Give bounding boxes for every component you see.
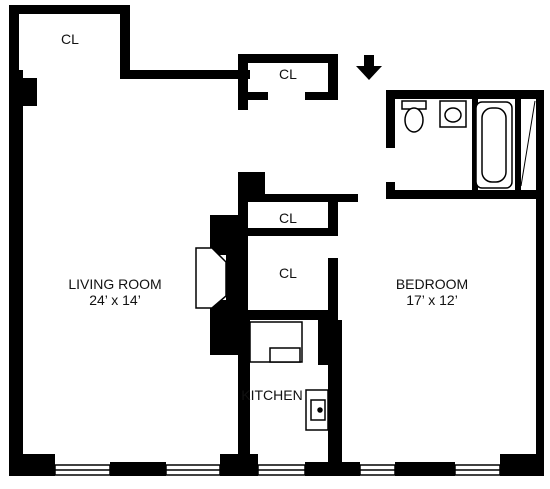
living-room-label: LIVING ROOM 24’ x 14’ xyxy=(50,276,180,308)
fireplace xyxy=(195,247,227,309)
walls xyxy=(9,5,544,476)
closet-label-3: CL xyxy=(279,210,297,226)
living-room-name: LIVING ROOM xyxy=(68,276,162,292)
bathroom-fixtures xyxy=(401,100,536,189)
bedroom-dims: 17’ x 12’ xyxy=(406,292,458,308)
bedroom-label: BEDROOM 17’ x 12’ xyxy=(372,276,492,308)
closet-label-4: CL xyxy=(279,265,297,281)
entry-arrow-icon xyxy=(356,55,382,80)
toilet-bowl xyxy=(404,107,424,133)
windows xyxy=(54,464,501,476)
closet-label-2: CL xyxy=(279,66,297,82)
closet-label-1: CL xyxy=(61,31,79,47)
kitchen-label: KITCHEN xyxy=(241,387,303,403)
kitchen-counters xyxy=(249,321,329,431)
living-room-dims: 24’ x 14’ xyxy=(89,292,141,308)
bedroom-name: BEDROOM xyxy=(395,276,469,292)
